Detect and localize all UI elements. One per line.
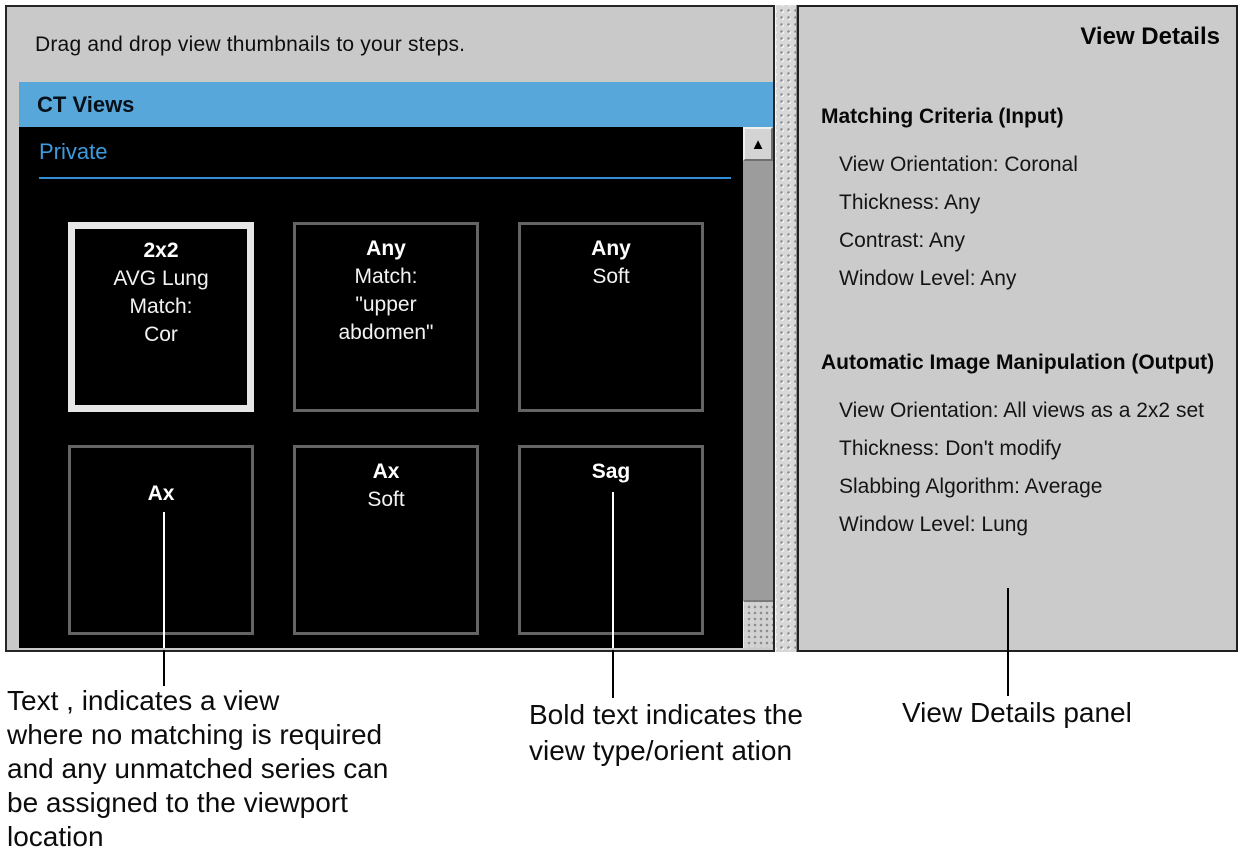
matching-contrast: Contrast: Any bbox=[839, 229, 966, 252]
group-divider bbox=[39, 177, 731, 179]
scrollbar-thumb[interactable] bbox=[743, 600, 773, 648]
callout-line-ax-lower bbox=[163, 650, 165, 686]
thumbnail-orientation-label: Sag bbox=[591, 460, 631, 483]
view-details-panel: View Details Matching Criteria (Input) V… bbox=[797, 5, 1238, 652]
view-thumbnail-ax[interactable]: Ax bbox=[68, 445, 254, 635]
group-label-private: Private bbox=[39, 139, 108, 164]
view-thumbnail-ax-soft[interactable]: Ax Soft bbox=[293, 445, 479, 635]
caption-line: and any unmatched series can bbox=[7, 753, 389, 784]
scroll-up-button[interactable]: ▲ bbox=[743, 127, 773, 161]
scroll-up-icon: ▲ bbox=[750, 135, 766, 153]
view-thumbnail-any-upper-abdomen[interactable]: Any Match: "upper abdomen" bbox=[293, 222, 479, 412]
thumbnail-orientation-label: Ax bbox=[147, 482, 175, 505]
caption-line: Bold text indicates the bbox=[529, 699, 803, 730]
matching-criteria-heading: Matching Criteria (Input) bbox=[821, 105, 1064, 128]
view-thumbnail-2x2-avg-lung[interactable]: 2x2 AVG Lung Match: Cor bbox=[68, 222, 254, 412]
callout-line-sag-lower bbox=[612, 650, 614, 698]
output-slabbing-algorithm: Slabbing Algorithm: Average bbox=[839, 475, 1103, 498]
thumbnail-orientation-label: 2x2 bbox=[143, 239, 179, 262]
caption-unmatched-views: Text , indicates a view where no matchin… bbox=[7, 684, 388, 854]
thumbnail-browser-panel: Drag and drop view thumbnails to your st… bbox=[5, 5, 775, 652]
thumbnail-orientation-label: Any bbox=[591, 237, 631, 260]
panel-splitter-grip[interactable] bbox=[775, 5, 797, 652]
caption-line: view type/orient ation bbox=[529, 735, 793, 766]
caption-bold-text: Bold text indicates the view type/orient… bbox=[529, 697, 803, 769]
instruction-text: Drag and drop view thumbnails to your st… bbox=[35, 32, 466, 56]
thumbnail-detail-line: abdomen" bbox=[338, 321, 434, 344]
caption-view-details-panel: View Details panel bbox=[902, 697, 1132, 728]
thumbnail-canvas: Private 2x2 AVG Lung Match: Cor Any Matc… bbox=[19, 127, 743, 648]
caption-line: where no matching is required bbox=[7, 719, 383, 750]
ct-views-header-label: CT Views bbox=[37, 91, 135, 117]
thumbnail-detail-line: Match: bbox=[354, 265, 418, 288]
view-thumbnail-sag[interactable]: Sag bbox=[518, 445, 704, 635]
thumbnail-area: Private 2x2 AVG Lung Match: Cor Any Matc… bbox=[19, 127, 773, 648]
matching-thickness: Thickness: Any bbox=[839, 191, 981, 214]
callout-line-sag-upper bbox=[612, 492, 614, 648]
thumbnail-detail-line: "upper bbox=[355, 293, 417, 316]
matching-view-orientation: View Orientation: Coronal bbox=[839, 153, 1078, 176]
output-thickness: Thickness: Don't modify bbox=[839, 437, 1062, 460]
output-window-level: Window Level: Lung bbox=[839, 513, 1029, 536]
view-thumbnail-any-soft[interactable]: Any Soft bbox=[518, 222, 704, 412]
thumbnail-detail-line: Cor bbox=[144, 323, 178, 346]
matching-window-level: Window Level: Any bbox=[839, 267, 1017, 290]
thumbnail-orientation-label: Any bbox=[366, 237, 406, 260]
instruction-bar: Drag and drop view thumbnails to your st… bbox=[7, 7, 773, 82]
callout-line-ax-upper bbox=[163, 512, 165, 648]
caption-line: Text , indicates a view bbox=[7, 685, 280, 716]
caption-line: location bbox=[7, 821, 104, 852]
view-details-title: View Details bbox=[1080, 23, 1220, 50]
callout-line-view-details bbox=[1007, 588, 1009, 696]
thumbnail-detail-line: Soft bbox=[367, 488, 405, 511]
thumbnail-detail-line: AVG Lung bbox=[113, 267, 209, 290]
thumbnail-orientation-label: Ax bbox=[372, 460, 400, 483]
thumbnail-detail-line: Soft bbox=[592, 265, 630, 288]
ct-views-header[interactable]: CT Views bbox=[19, 82, 773, 127]
thumbnail-detail-line: Match: bbox=[129, 295, 193, 318]
vertical-scrollbar[interactable]: ▲ bbox=[743, 127, 773, 648]
output-view-orientation: View Orientation: All views as a 2x2 set bbox=[839, 399, 1204, 422]
auto-manipulation-heading: Automatic Image Manipulation (Output) bbox=[821, 351, 1215, 374]
caption-line: be assigned to the viewport bbox=[7, 787, 348, 818]
